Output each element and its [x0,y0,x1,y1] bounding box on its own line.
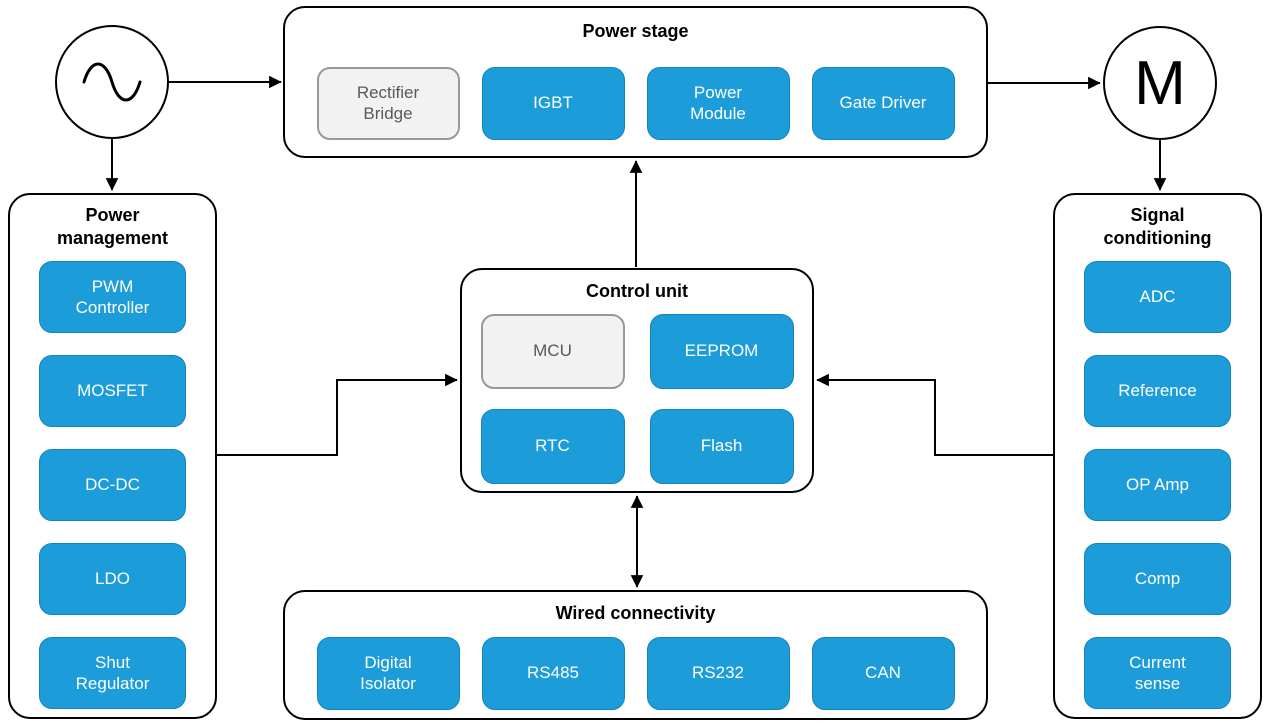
chip-eeprom[interactable]: EEPROM [649,313,794,389]
panel-power-stage: Power stage Rectifier Bridge IGBT Power … [283,6,988,158]
chip-shut-regulator[interactable]: Shut Regulator [39,637,186,709]
chip-label: Power Module [690,82,746,123]
wired-connectivity-chip-row: Digital Isolator RS485 RS232 CAN [316,636,955,710]
panel-signal-conditioning: Signal conditioning ADC Reference OP Amp… [1053,193,1262,719]
chip-pwm-controller[interactable]: PWM Controller [39,261,186,333]
chip-label: MOSFET [77,381,148,401]
chip-current-sense[interactable]: Current sense [1084,637,1231,709]
chip-op-amp[interactable]: OP Amp [1084,449,1231,521]
panel-title-power-management: Power management [56,205,169,248]
chip-label: Current sense [1129,652,1186,693]
chip-label: Reference [1118,381,1197,401]
chip-flash[interactable]: Flash [649,408,794,484]
chip-label: LDO [95,569,130,589]
chip-igbt[interactable]: IGBT [481,66,625,140]
chip-gate-driver[interactable]: Gate Driver [811,66,955,140]
panel-title-signal-conditioning: Signal conditioning [1103,205,1212,248]
chip-label: Flash [700,436,743,456]
chip-label: Digital Isolator [360,652,416,693]
chip-label: RTC [535,436,570,456]
power-stage-chip-row: Rectifier Bridge IGBT Power Module Gate … [316,66,955,140]
chip-label: RS232 [692,663,744,683]
sine-wave-icon [82,62,142,102]
chip-label: CAN [865,663,901,683]
chip-label: RS485 [527,663,579,683]
chip-label: Gate Driver [839,93,927,113]
chip-mosfet[interactable]: MOSFET [39,355,186,427]
chip-rtc[interactable]: RTC [480,408,625,484]
chip-power-module[interactable]: Power Module [646,66,790,140]
panel-control-unit: Control unit MCU EEPROM RTC Flash [460,268,814,493]
chip-label: Rectifier Bridge [356,82,420,123]
chip-comp[interactable]: Comp [1084,543,1231,615]
chip-label: EEPROM [684,341,759,361]
power-management-chip-column: PWM Controller MOSFET DC-DC LDO Shut Reg… [39,261,186,709]
edge-signal-conditioning-to-control-unit [816,373,1054,456]
control-unit-chip-grid: MCU EEPROM RTC Flash [480,313,794,484]
chip-label: Shut Regulator [75,652,150,693]
chip-reference[interactable]: Reference [1084,355,1231,427]
chip-rectifier-bridge: Rectifier Bridge [316,66,460,140]
chip-label: OP Amp [1126,475,1189,495]
motor-node: M [1103,26,1217,140]
chip-can[interactable]: CAN [811,636,955,710]
edge-power-management-to-control-unit [216,373,458,456]
motor-label: M [1134,48,1186,118]
chip-label: Comp [1134,569,1181,589]
chip-dc-dc[interactable]: DC-DC [39,449,186,521]
signal-conditioning-chip-column: ADC Reference OP Amp Comp Current sense [1084,261,1231,709]
chip-label: MCU [533,341,572,361]
chip-mcu: MCU [480,313,625,389]
chip-rs232[interactable]: RS232 [646,636,790,710]
chip-adc[interactable]: ADC [1084,261,1231,333]
panel-wired-connectivity: Wired connectivity Digital Isolator RS48… [283,590,988,720]
panel-power-management: Power management PWM Controller MOSFET D… [8,193,217,719]
chip-label: IGBT [533,93,573,113]
panel-title-control-unit: Control unit [586,281,688,301]
chip-label: DC-DC [85,475,140,495]
panel-title-power-stage: Power stage [582,21,689,41]
panel-title-wired-connectivity: Wired connectivity [555,603,716,623]
chip-ldo[interactable]: LDO [39,543,186,615]
chip-label: ADC [1139,287,1176,307]
ac-source-node [55,25,169,139]
chip-label: PWM Controller [75,276,150,317]
chip-digital-isolator[interactable]: Digital Isolator [316,636,460,710]
chip-rs485[interactable]: RS485 [481,636,625,710]
